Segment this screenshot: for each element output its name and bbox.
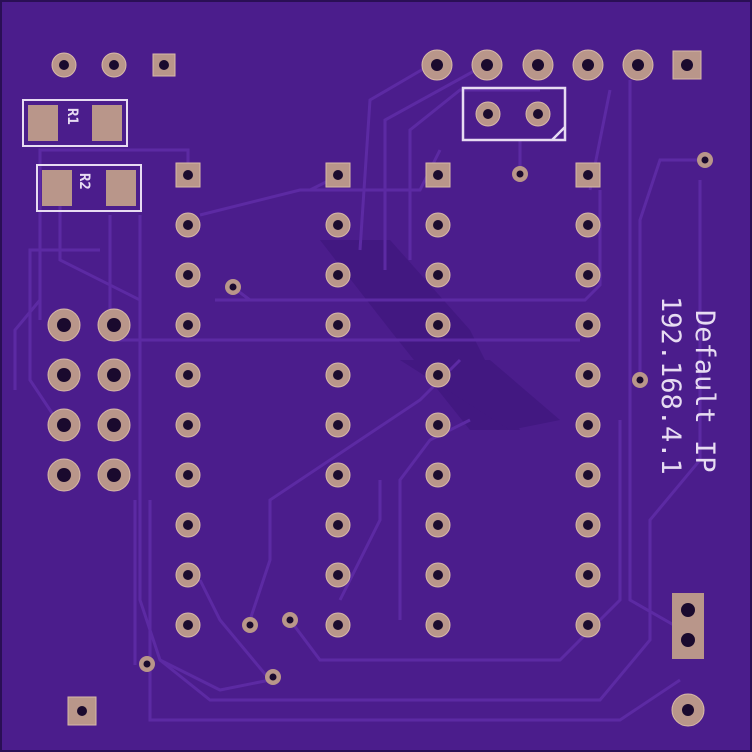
header-3pin-pad xyxy=(101,52,127,78)
dip-socket-pad xyxy=(175,562,201,588)
power-connector-pad xyxy=(672,593,704,659)
header-3pin-pad xyxy=(152,53,176,77)
power-connector-pad xyxy=(671,693,705,727)
dip-socket-pad xyxy=(175,362,201,388)
dip-socket-pad xyxy=(425,212,451,238)
dip-socket-pad xyxy=(575,362,601,388)
r1-outline xyxy=(22,99,128,147)
jumper-outline xyxy=(461,86,567,142)
dip-socket-pad xyxy=(575,212,601,238)
dip-socket-pad xyxy=(425,162,451,188)
dip-socket-pad xyxy=(325,562,351,588)
ip-value: 192.168.4.1 xyxy=(655,296,686,475)
dip-socket-pad xyxy=(575,612,601,638)
r2-label: R2 xyxy=(76,173,92,190)
r2-outline xyxy=(36,164,142,212)
dip-socket-pad xyxy=(175,612,201,638)
dip-socket-pad xyxy=(175,162,201,188)
dip-socket-pad xyxy=(425,512,451,538)
dip-socket-pad xyxy=(175,412,201,438)
connector-2x4-pad xyxy=(97,408,131,442)
dip-socket-pad xyxy=(425,612,451,638)
dip-socket-pad xyxy=(175,512,201,538)
r1-label: R1 xyxy=(64,108,80,125)
dip-socket-pad xyxy=(325,262,351,288)
dip-socket-pad xyxy=(575,312,601,338)
dip-socket-pad xyxy=(325,612,351,638)
single-test-pad xyxy=(67,696,97,726)
vias xyxy=(139,152,713,685)
connector-2x4-pad xyxy=(97,308,131,342)
dip-socket-pad xyxy=(325,512,351,538)
dip-socket-pad xyxy=(325,412,351,438)
header-6pin-pad xyxy=(622,49,654,81)
dip-socket-pad xyxy=(325,362,351,388)
r1-pad-right xyxy=(92,105,122,141)
connector-2x4-pad xyxy=(97,458,131,492)
traces xyxy=(13,63,705,722)
header-6pin-pad xyxy=(421,49,453,81)
connector-2x4-pad xyxy=(47,358,81,392)
through-hole-pads xyxy=(47,49,705,727)
dip-socket-pad xyxy=(175,262,201,288)
dip-socket-pad xyxy=(575,562,601,588)
dip-socket-pad xyxy=(575,162,601,188)
r2-pad-left xyxy=(42,170,72,206)
connector-2x4-pad xyxy=(47,458,81,492)
dip-socket-pad xyxy=(425,562,451,588)
resistor-r1: R1 xyxy=(22,99,128,147)
jumper-pad xyxy=(525,101,551,127)
dip-socket-pad xyxy=(325,312,351,338)
header-6pin-pad xyxy=(522,49,554,81)
connector-2x4-pad xyxy=(47,408,81,442)
dip-socket-pad xyxy=(175,212,201,238)
resistor-r2: R2 xyxy=(36,164,142,212)
header-3pin-pad xyxy=(51,52,77,78)
connector-2x4-pad xyxy=(47,308,81,342)
header-6pin-pad xyxy=(471,49,503,81)
dip-socket-pad xyxy=(425,362,451,388)
r2-pad-right xyxy=(106,170,136,206)
dip-socket-pad xyxy=(575,262,601,288)
dip-socket-pad xyxy=(575,512,601,538)
dip-socket-pad xyxy=(425,262,451,288)
r1-pad-left xyxy=(28,105,58,141)
dip-socket-pad xyxy=(175,462,201,488)
header-6pin-pad xyxy=(572,49,604,81)
dip-socket-pad xyxy=(325,462,351,488)
ip-title: Default IP xyxy=(689,310,720,473)
connector-2x4-pad xyxy=(97,358,131,392)
header-6pin-pad xyxy=(672,50,702,80)
dip-socket-pad xyxy=(325,162,351,188)
jumper-pad xyxy=(475,101,501,127)
dip-socket-pad xyxy=(575,412,601,438)
dip-socket-pad xyxy=(425,462,451,488)
dip-socket-pad xyxy=(575,462,601,488)
dip-socket-pad xyxy=(175,312,201,338)
dip-socket-pad xyxy=(425,312,451,338)
dip-socket-pad xyxy=(325,212,351,238)
dip-socket-pad xyxy=(425,412,451,438)
